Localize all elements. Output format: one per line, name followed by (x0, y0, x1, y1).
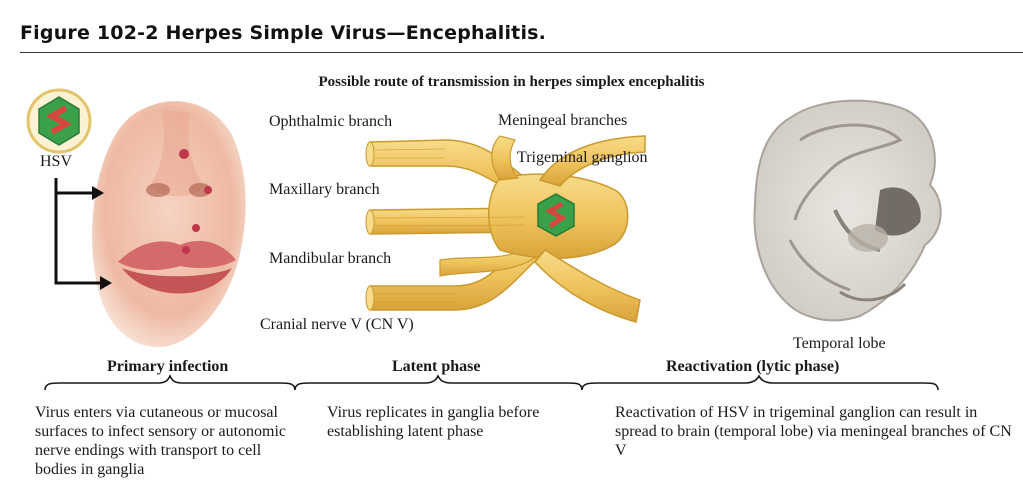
meningeal-branches-label: Meningeal branches (498, 112, 628, 129)
lesion (182, 246, 190, 254)
figure-title: Figure 102-2 Herpes Simple Virus—Encepha… (20, 22, 547, 44)
ganglion-virus-icon (537, 193, 575, 237)
primary-infection-description: Virus enters via cutaneous or mucosal su… (35, 404, 287, 478)
hsv-label: HSV (40, 153, 73, 170)
brain-section-illustration (753, 99, 942, 322)
mandibular-branch-label: Mandibular branch (269, 250, 392, 267)
lesion (204, 186, 212, 194)
diagram-subtitle: Possible route of transmission in herpes… (318, 74, 705, 90)
face-illustration (92, 101, 246, 347)
trigeminal-ganglion-label: Trigeminal ganglion (517, 149, 648, 166)
phase-reactivation: Reactivation (lytic phase) (666, 358, 840, 375)
brace-primary (44, 374, 296, 391)
brace-latent (294, 374, 583, 391)
phase-braces (44, 374, 939, 391)
reactivation-description: Reactivation of HSV in trigeminal gangli… (615, 404, 1012, 459)
cranial-nerve-label: Cranial nerve V (CN V) (260, 316, 414, 333)
phase-latent: Latent phase (392, 358, 481, 375)
temporal-lobe-label: Temporal lobe (793, 335, 886, 352)
arrow-head-icon (92, 186, 104, 200)
arrow-head-icon (100, 276, 112, 290)
phase-primary-infection: Primary infection (107, 358, 229, 375)
ophthalmic-branch-label: Ophthalmic branch (269, 113, 393, 130)
lesion (179, 149, 189, 159)
latent-phase-description: Virus replicates in ganglia before estab… (327, 404, 540, 440)
title-rule (20, 52, 1023, 53)
hsv-virus-icon (26, 88, 92, 154)
brace-reactivation (581, 374, 939, 391)
transmission-arrows (54, 178, 100, 285)
lesion (192, 224, 200, 232)
maxillary-branch-label: Maxillary branch (269, 181, 380, 198)
